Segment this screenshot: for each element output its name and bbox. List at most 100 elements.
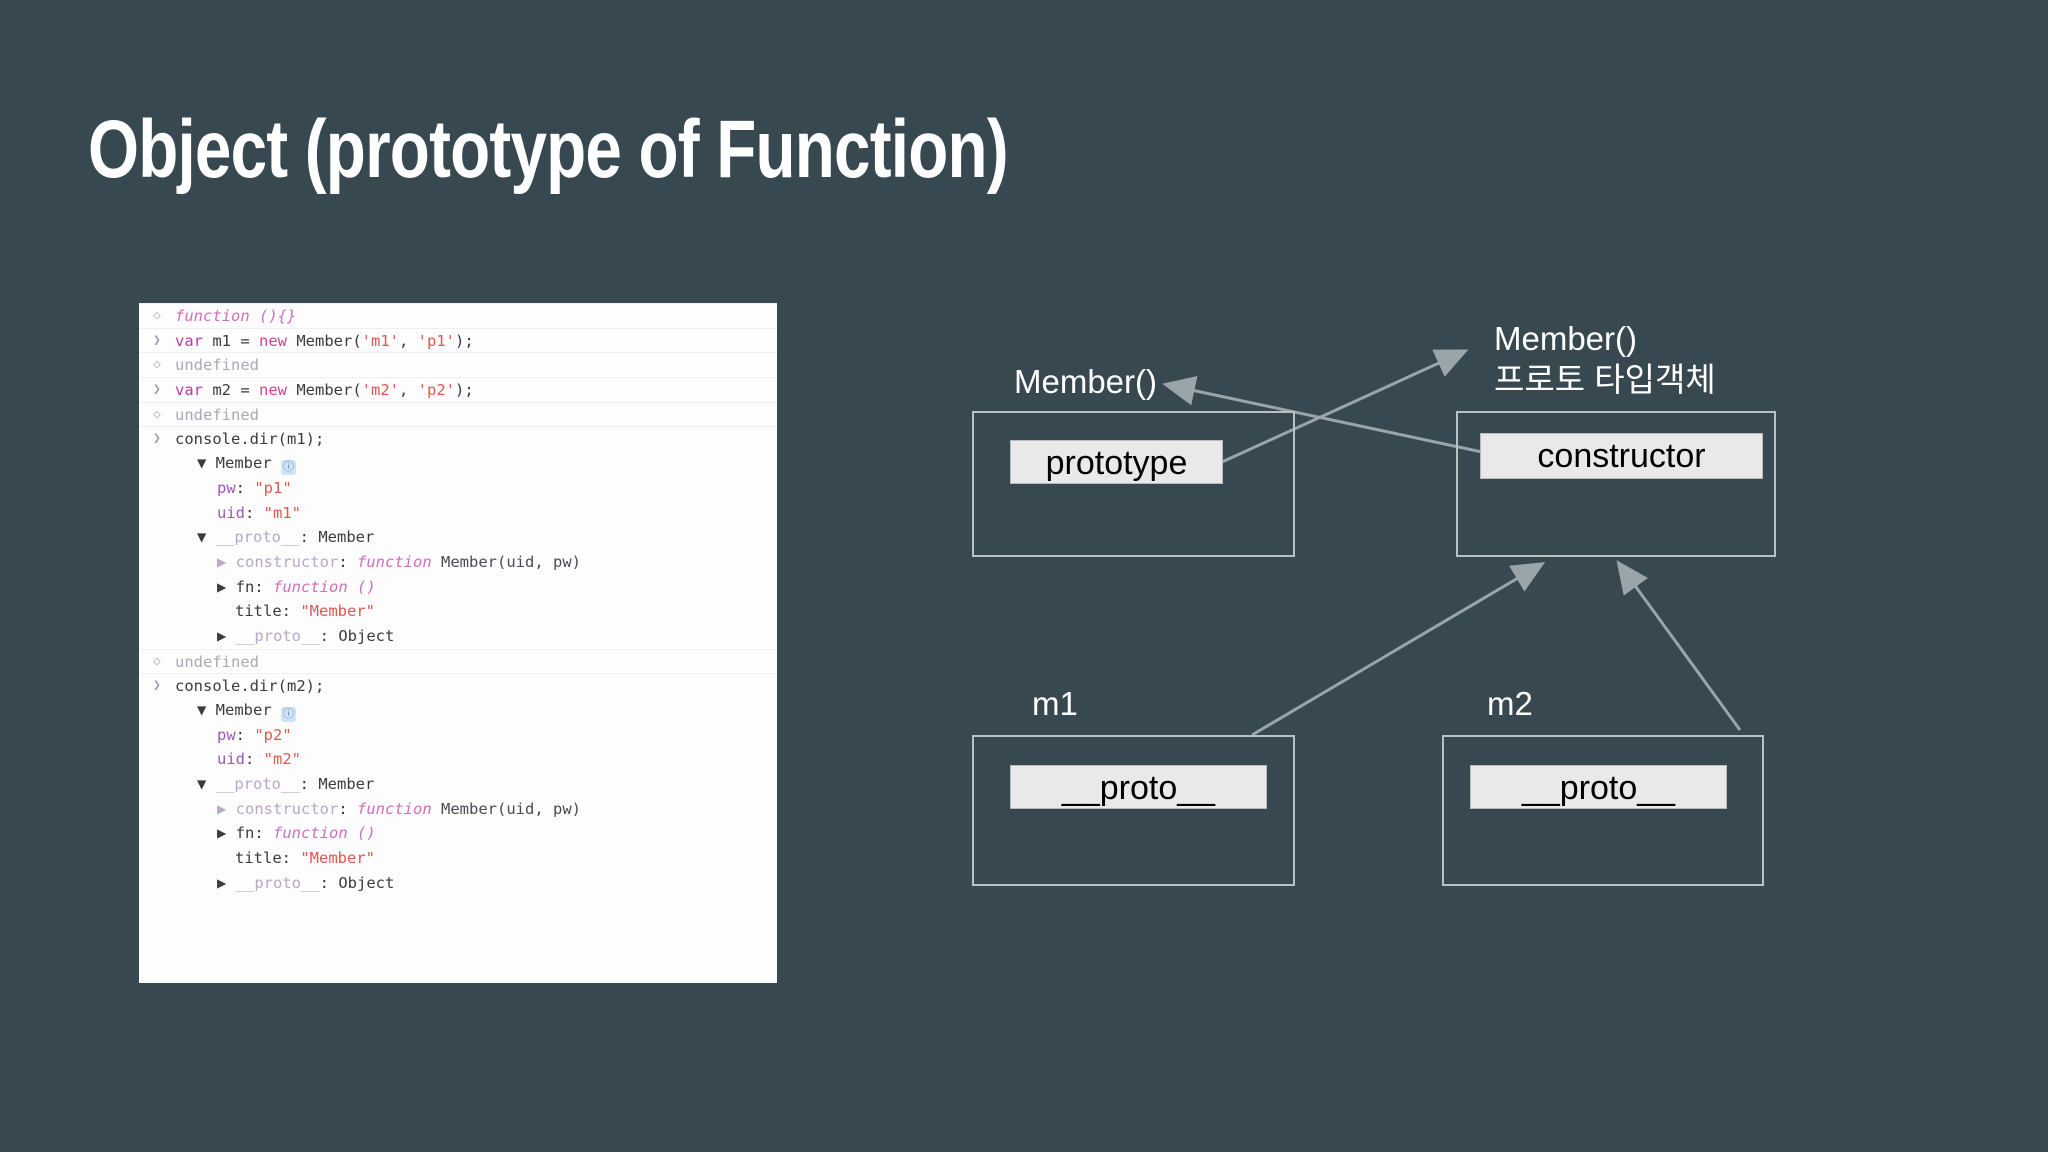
console-token: function bbox=[175, 307, 259, 325]
console-token: 'm2' bbox=[361, 381, 399, 400]
console-token: constructor bbox=[235, 799, 339, 818]
console-token: : bbox=[338, 799, 357, 818]
node-label-member-prototype-object: Member()프로토 타입객체 bbox=[1494, 318, 1769, 400]
console-token: Member( bbox=[296, 381, 362, 400]
slot-m2-proto[interactable]: __proto__ bbox=[1470, 765, 1727, 809]
console-token: m2 = bbox=[212, 381, 259, 400]
console-token: ▶ bbox=[217, 552, 236, 571]
console-token: __proto__ bbox=[235, 626, 320, 645]
node-label-member-function: Member() bbox=[1014, 363, 1158, 400]
console-token: : bbox=[235, 725, 255, 744]
node-box-member-function[interactable] bbox=[972, 411, 1295, 557]
console-token: ▼ bbox=[197, 775, 216, 794]
console-token: : Member bbox=[299, 528, 375, 547]
node-box-member-prototype-object[interactable] bbox=[1456, 411, 1776, 557]
node-label-line1: Member()프로토 타입객체 bbox=[1494, 320, 1716, 398]
console-line: ▼ __proto__: Member bbox=[139, 772, 777, 797]
console-token: "Member" bbox=[300, 602, 375, 621]
node-box-m1[interactable] bbox=[972, 735, 1295, 886]
console-token: fn bbox=[235, 577, 255, 596]
console-line: ◇ undefined bbox=[139, 401, 777, 427]
console-token: undefined bbox=[175, 405, 259, 424]
wire-constructor-to-memberfn bbox=[1162, 375, 1483, 454]
console-token: new bbox=[259, 331, 297, 350]
console-token: ▼ bbox=[197, 454, 216, 473]
console-token: : bbox=[235, 478, 255, 497]
console-token: ▶ bbox=[217, 626, 236, 645]
console-token: title bbox=[235, 849, 282, 868]
slot-constructor[interactable]: constructor bbox=[1480, 433, 1763, 479]
console-token: : bbox=[254, 824, 274, 843]
console-token: var bbox=[175, 381, 213, 400]
console-token: Member bbox=[215, 454, 281, 473]
console-token: fn bbox=[235, 824, 255, 843]
node-box-m2[interactable] bbox=[1442, 735, 1764, 886]
console-token: console.dir(m1); bbox=[175, 430, 325, 449]
console-token: ▶ bbox=[217, 873, 236, 892]
console-token: ); bbox=[454, 381, 474, 400]
console-output-caret-icon: ◇ bbox=[153, 308, 161, 323]
console-token: Member(uid, pw) bbox=[441, 799, 581, 818]
console-line: title: "Member" bbox=[139, 599, 777, 624]
console-line: ❯var m2 = new Member('m2', 'p2'); bbox=[139, 377, 777, 402]
slot-prototype[interactable]: prototype bbox=[1010, 440, 1223, 484]
info-badge-icon: ⓘ bbox=[281, 460, 296, 476]
console-token: __proto__ bbox=[215, 528, 300, 547]
console-token: ▶ bbox=[217, 824, 236, 843]
console-line: ▶ __proto__: Object bbox=[139, 624, 777, 649]
console-token: ▶ bbox=[217, 799, 236, 818]
console-line: pw: "p1" bbox=[139, 476, 777, 501]
console-token: Member(uid, pw) bbox=[441, 552, 581, 571]
console-line: ❯var m1 = new Member('m1', 'p1'); bbox=[139, 327, 777, 353]
console-input-caret-icon: ❯ bbox=[153, 382, 161, 398]
console-token: constructor bbox=[235, 552, 339, 571]
console-output-caret-icon: ◇ bbox=[153, 406, 161, 422]
info-badge-icon: ⓘ bbox=[281, 707, 296, 722]
console-line: ▼ Member ⓘ bbox=[139, 451, 777, 476]
console-token: Member( bbox=[296, 331, 362, 350]
console-token: "p2" bbox=[254, 725, 292, 744]
console-line: ▼ Member ⓘ bbox=[139, 698, 777, 723]
console-token: __proto__ bbox=[215, 775, 300, 794]
console-line: ▼ __proto__: Member bbox=[139, 525, 777, 550]
console-token: "m1" bbox=[263, 503, 301, 522]
console-token: Member bbox=[215, 701, 281, 719]
wire-prototype-to-protoobject bbox=[1221, 349, 1469, 464]
console-line: ▶ __proto__: Object bbox=[139, 871, 777, 896]
console-output-caret-icon: ◇ bbox=[153, 357, 161, 373]
console-token: undefined bbox=[175, 652, 259, 671]
console-token: (){} bbox=[259, 307, 297, 325]
console-token: __proto__ bbox=[235, 873, 320, 892]
page-title: Object (prototype of Function) bbox=[88, 104, 1009, 195]
console-token: function bbox=[357, 552, 441, 571]
console-line: uid: "m1" bbox=[139, 501, 777, 526]
console-token: ▶ bbox=[217, 577, 236, 596]
console-input-caret-icon: ❯ bbox=[153, 431, 161, 447]
console-line: ❯console.dir(m2); bbox=[139, 673, 777, 698]
devtools-console-screenshot: ◇ function (){} ❯var m1 = new Member('m1',… bbox=[139, 303, 777, 983]
console-line: ▶ fn: function () bbox=[139, 575, 777, 600]
wire-m1proto-to-protoobject bbox=[1251, 561, 1546, 737]
console-token: "p1" bbox=[254, 478, 292, 497]
slot-m1-proto[interactable]: __proto__ bbox=[1010, 765, 1267, 809]
console-token: uid bbox=[217, 503, 245, 522]
console-token: : bbox=[245, 750, 264, 769]
console-token: : bbox=[254, 577, 274, 596]
console-input-caret-icon: ❯ bbox=[153, 332, 161, 348]
console-line: ❯ console.dir(m1); bbox=[139, 426, 777, 451]
console-token: : Object bbox=[319, 873, 395, 892]
console-line: ▶ constructor: function Member(uid, pw) bbox=[139, 550, 777, 575]
console-line: pw: "p2" bbox=[139, 723, 777, 748]
console-token: pw bbox=[217, 725, 236, 744]
console-token: function () bbox=[273, 824, 376, 843]
node-label-m1: m1 bbox=[1032, 685, 1078, 722]
console-token: , bbox=[398, 331, 418, 350]
console-line: ▶ fn: function () bbox=[139, 821, 777, 846]
console-token: : Member bbox=[299, 775, 375, 794]
console-token: 'm1' bbox=[361, 331, 399, 350]
console-token: new bbox=[259, 381, 297, 400]
console-token: pw bbox=[217, 478, 236, 497]
